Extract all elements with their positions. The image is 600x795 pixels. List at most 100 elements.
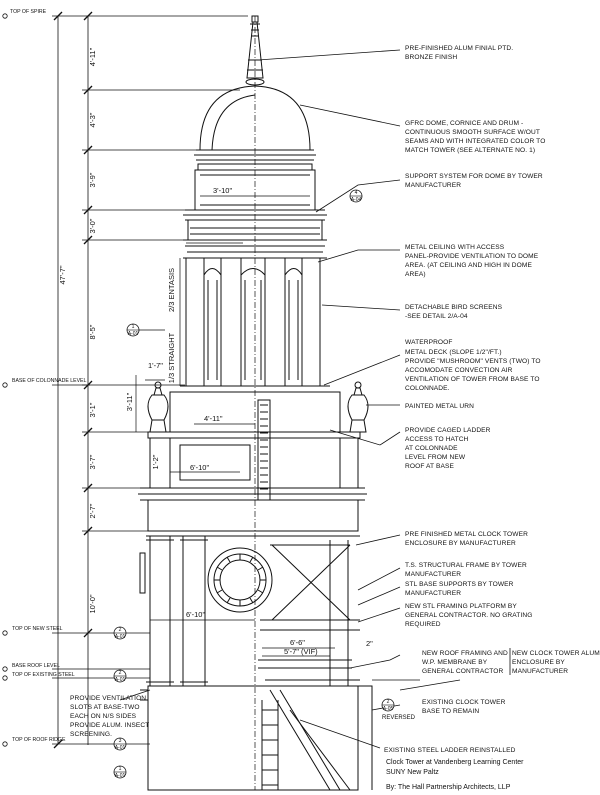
note-finial: PRE-FINISHED ALUM FINIAL PTD. BRONZE FIN… (405, 45, 513, 61)
note-support-line-2: MANUFACTURER (405, 182, 461, 189)
leader-lines (119, 49, 461, 749)
note-ventilation-line-2: SLOTS AT BASE-TWO (70, 704, 140, 711)
detail-tag-3-a01: 3 A-01 (113, 737, 127, 751)
tag-num: 1 (119, 766, 122, 772)
dimension-drum-width: 3'-10" (213, 186, 232, 195)
detail-tag-1-a01: 1 A-01 (126, 323, 165, 337)
note-dome-line-3: SEAMS AND WITH INTEGRATED COLOR TO (405, 138, 545, 145)
note-steel-ladder: EXISTING STEEL LADDER REINSTALLED (384, 747, 516, 754)
tag-num: 4 (355, 190, 358, 196)
tag-sheet: A-01 (115, 773, 126, 779)
note-platform: NEW STL FRAMING PLATFORM BY GENERAL CONT… (405, 603, 532, 628)
level-markers: TOP OF SPIRE BASE OF COLONNADE LEVEL TOP… (2, 9, 86, 747)
dimension-colonnade-width: 4'-11" (204, 414, 223, 423)
note-alum-enclosure-line-3: MANUFACTURER (512, 668, 568, 675)
dimension-ticks (53, 11, 93, 749)
dimension-clock-base-width: 6'-10" (186, 610, 205, 619)
note-bird-line-1: DETACHABLE BIRD SCREENS (405, 304, 503, 311)
note-deck-line-5: VENTILATION OF TOWER FROM BASE TO (405, 376, 540, 383)
annotation-entasis: 2/3 ENTASIS (167, 268, 176, 312)
note-dome-line-1: GFRC DOME, CORNICE AND DRUM - (405, 120, 523, 127)
note-bird: DETACHABLE BIRD SCREENS -SEE DETAIL 2/A-… (405, 304, 503, 320)
tag-num: 2 (119, 627, 122, 633)
dimension-framing-width: 6'-6" (290, 638, 305, 647)
dimension-vif-width: 5'-7" (VIF) (284, 647, 318, 656)
tower-dimension-lines (135, 195, 335, 657)
note-urn: PAINTED METAL URN (405, 403, 474, 410)
note-deck-line-4: ACCOMODATE CONVECTION AIR (405, 367, 513, 374)
note-dome-line-4: MATCH TOWER (SEE ALTERNATE NO. 1) (405, 147, 535, 154)
note-frame-line-1: T.S. STRUCTURAL FRAME BY TOWER (405, 562, 527, 569)
note-ventilation-line-1: PROVIDE VENTILATION (70, 695, 146, 702)
tag-num: 3 (119, 738, 122, 744)
note-deck-line-1: WATERPROOF (405, 339, 453, 346)
annotation-reversed: REVERSED (382, 715, 416, 721)
note-existing-base: EXISTING CLOCK TOWER BASE TO REMAIN (422, 699, 506, 715)
note-ladder-line-2: ACCESS TO HATCH (405, 436, 469, 443)
note-alum-enclosure: NEW CLOCK TOWER ALUM ENCLOSURE BY MANUFA… (509, 648, 600, 675)
tag-sheet: A-01 (115, 634, 126, 640)
caption-credit: By: The Hall Partnership Architects, LLP (386, 784, 511, 791)
drawing-caption: Clock Tower at Vandenberg Learning Cente… (386, 759, 524, 791)
note-ladder-line-5: ROOF AT BASE (405, 463, 454, 470)
note-finial-line-1: PRE-FINISHED ALUM FINIAL PTD. (405, 45, 513, 52)
note-finial-line-2: BRONZE FINISH (405, 54, 457, 61)
note-support: SUPPORT SYSTEM FOR DOME BY TOWER MANUFAC… (405, 173, 543, 189)
note-ceiling: METAL CEILING WITH ACCESS PANEL-PROVIDE … (405, 244, 539, 278)
note-roof-framing-line-2: W.P. MEMBRANE BY (422, 659, 488, 666)
note-ceiling-line-4: AREA) (405, 271, 426, 278)
note-ceiling-line-3: AREA. (AT CEILING AND HIGH IN DOME (405, 262, 532, 269)
note-steel-ladder-line-1: EXISTING STEEL LADDER REINSTALLED (384, 747, 516, 754)
note-ladder-line-4: LEVEL FROM NEW (405, 454, 466, 461)
note-existing-base-line-1: EXISTING CLOCK TOWER (422, 699, 506, 706)
note-urn-line-1: PAINTED METAL URN (405, 403, 474, 410)
note-deck: WATERPROOF METAL DECK (SLOPE 1/2"/FT.) P… (405, 339, 541, 392)
dimension-3-0: 3'-0" (88, 218, 97, 233)
note-roof-framing-line-3: GENERAL CONTRACTOR (422, 668, 503, 675)
detail-tag-2-a01-roof: 2 A-01 (113, 669, 127, 683)
note-ladder-line-3: AT COLONNADE (405, 445, 458, 452)
note-bird-line-2: -SEE DETAIL 2/A-04 (405, 313, 468, 320)
note-platform-line-2: GENERAL CONTRACTOR. NO GRATING (405, 612, 532, 619)
note-deck-line-2: METAL DECK (SLOPE 1/2"/FT.) (405, 349, 502, 356)
detail-tag-1-a01-bottom: 1 A-01 (113, 765, 127, 779)
dimension-3-9: 3'-9" (88, 172, 97, 187)
detail-tag-4-a04: 4 A-04 (349, 189, 363, 203)
level-base-of-colonnade: BASE OF COLONNADE LEVEL (12, 378, 86, 384)
note-enclosure: PRE FINISHED METAL CLOCK TOWER ENCLOSURE… (405, 531, 528, 547)
dimension-3-7: 3'-7" (88, 454, 97, 469)
detail-tag-2-a05: 2 A-05 REVERSED (381, 698, 416, 721)
tag-sheet: A-01 (115, 677, 126, 683)
note-support-line-1: SUPPORT SYSTEM FOR DOME BY TOWER (405, 173, 543, 180)
note-ceiling-line-1: METAL CEILING WITH ACCESS (405, 244, 505, 251)
tag-sheet: A-01 (128, 331, 139, 337)
note-roof-framing: NEW ROOF FRAMING AND W.P. MEMBRANE BY GE… (422, 650, 508, 675)
note-stl-base-line-2: MANUFACTURER (405, 590, 461, 597)
note-alum-enclosure-line-2: ENCLOSURE BY (512, 659, 565, 666)
dimension-overall: 47'-7" (58, 265, 67, 284)
note-stl-base-line-1: STL BASE SUPPORTS BY TOWER (405, 581, 514, 588)
detail-tag-2-a01-new-steel: 2 A-01 (113, 626, 127, 640)
tag-sheet: A-04 (351, 197, 362, 203)
note-enclosure-line-1: PRE FINISHED METAL CLOCK TOWER (405, 531, 528, 538)
level-top-of-new-steel: TOP OF NEW STEEL (12, 626, 63, 632)
note-alum-enclosure-line-1: NEW CLOCK TOWER ALUM (512, 650, 600, 657)
tag-num: 2 (119, 670, 122, 676)
note-roof-framing-line-1: NEW ROOF FRAMING AND (422, 650, 508, 657)
level-top-of-roof-ridge: TOP OF ROOF RIDGE (12, 737, 66, 743)
note-deck-line-6: COLONNADE. (405, 385, 450, 392)
tower-elevation (138, 15, 373, 791)
caption-title: Clock Tower at Vandenberg Learning Cente… (386, 759, 524, 766)
note-deck-line-3: PROVIDE "MUSHROOM" VENTS (TWO) TO (405, 358, 541, 365)
dimension-urn-width: 1'-7" (148, 361, 163, 370)
dimension-10-0: 10'-0" (88, 594, 97, 613)
note-platform-line-3: REQUIRED (405, 621, 441, 628)
dimension-4-3: 4'-3" (88, 112, 97, 127)
note-ceiling-line-2: PANEL-PROVIDE VENTILATION TO DOME (405, 253, 539, 260)
tag-sheet: A-01 (115, 745, 126, 751)
level-top-of-spire: TOP OF SPIRE (10, 9, 47, 15)
tag-num: 1 (132, 324, 135, 330)
note-ladder-line-1: PROVIDE CAGED LADDER (405, 427, 491, 434)
note-ventilation-line-4: PROVIDE ALUM. INSECT (70, 722, 149, 729)
note-ventilation-line-5: SCREENING. (70, 731, 112, 738)
